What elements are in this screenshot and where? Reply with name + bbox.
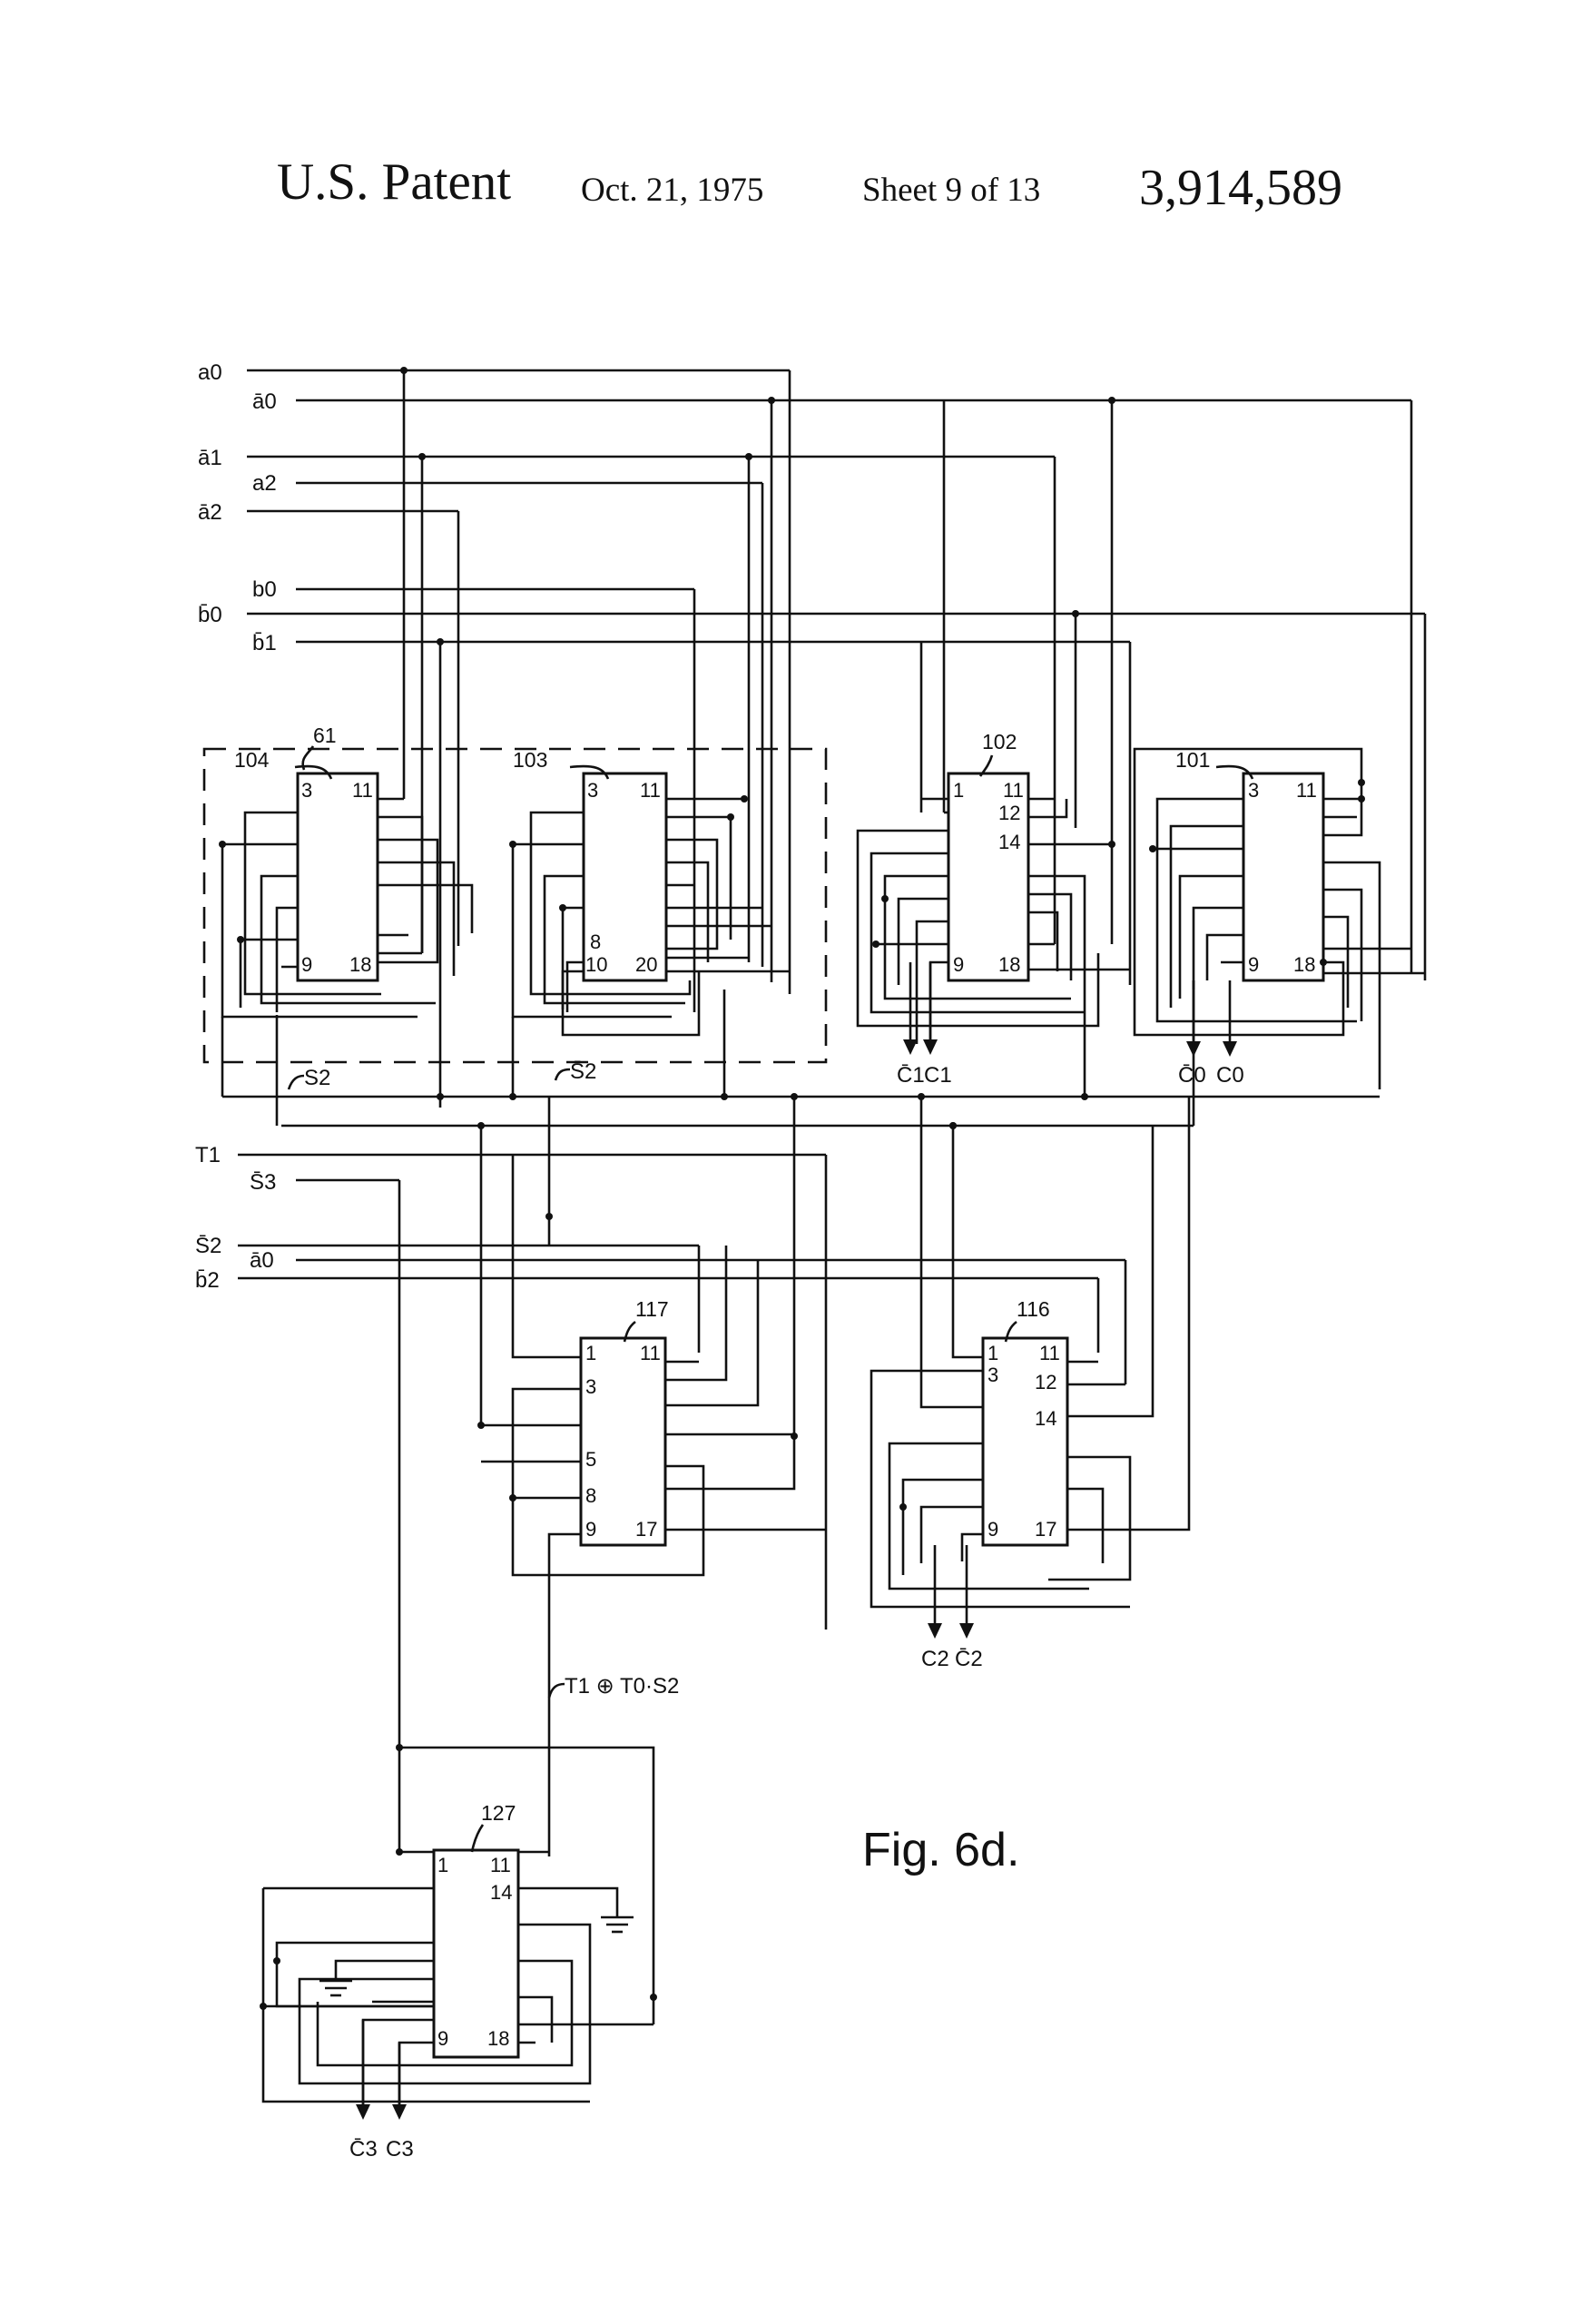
output-label-c3: C3 (386, 2137, 414, 2162)
svg-text:14: 14 (1035, 1407, 1056, 1430)
svg-text:1: 1 (585, 1342, 596, 1364)
input-label-a0-bar: ā0 (252, 389, 277, 414)
svg-text:3: 3 (1248, 779, 1259, 802)
chip-104: 104 3 11 9 18 (221, 748, 474, 1019)
group-61-label: 61 (313, 724, 337, 747)
svg-text:9: 9 (301, 953, 312, 976)
svg-text:11: 11 (640, 779, 661, 802)
input-label-s2-bar: S̄2 (195, 1234, 221, 1258)
output-label-c2-bar: C̄2 (955, 1647, 983, 1671)
output-label-c2: C2 (921, 1647, 949, 1671)
patent-header: U.S. Patent Oct. 21, 1975 Sheet 9 of 13 … (0, 0, 1582, 236)
chip-101: 101 3 11 9 18 (1133, 747, 1425, 1089)
svg-text:8: 8 (590, 931, 601, 953)
chip-ref: 117 (635, 1297, 669, 1321)
svg-text:9: 9 (585, 1518, 596, 1541)
input-label-b0-bar: b̄0 (198, 603, 222, 627)
svg-text:11: 11 (1039, 1342, 1060, 1364)
svg-text:3: 3 (988, 1364, 998, 1386)
mid-input-lines (238, 1153, 1127, 1852)
ground-icon (601, 1914, 634, 1934)
svg-text:3: 3 (301, 779, 312, 802)
middle-bus-dots (437, 1093, 1088, 1129)
chip-ref: 101 (1175, 748, 1210, 772)
svg-text:14: 14 (490, 1881, 512, 1904)
svg-text:17: 17 (635, 1518, 657, 1541)
svg-text:8: 8 (585, 1484, 596, 1507)
svg-text:17: 17 (1035, 1518, 1056, 1541)
input-label-b0: b0 (252, 577, 277, 602)
svg-text:18: 18 (998, 953, 1020, 976)
chip-102: 102 1 11 12 14 9 18 (856, 730, 1130, 1044)
svg-text:18: 18 (349, 953, 371, 976)
chip-116: 116 1 11 3 12 14 9 17 (870, 1097, 1191, 1609)
output-label-c1: C1 (924, 1063, 952, 1088)
signal-label-t-expr: T1 ⊕ T0·S2 (565, 1674, 679, 1699)
output-label-c3-bar: C̄3 (349, 2137, 378, 2162)
chip-117: 117 1 11 3 5 8 9 17 (479, 1097, 826, 1687)
input-label-b2-bar: b̄2 (195, 1268, 220, 1293)
svg-text:9: 9 (437, 2027, 448, 2050)
output-label-c0: C0 (1216, 1063, 1244, 1088)
figure-caption: Fig. 6d. (862, 1824, 1019, 1876)
svg-text:11: 11 (1003, 779, 1024, 802)
svg-text:14: 14 (998, 831, 1020, 853)
svg-text:12: 12 (998, 802, 1020, 824)
svg-text:12: 12 (1035, 1371, 1056, 1393)
input-label-a2: a2 (252, 471, 277, 496)
output-label-c1-bar: C̄1 (897, 1063, 925, 1088)
patent-date: Oct. 21, 1975 (581, 172, 764, 209)
input-label-a0-bar-mid: ā0 (250, 1248, 274, 1273)
ground-icon (319, 1977, 352, 1997)
signal-label-s2: S2 (304, 1066, 330, 1090)
svg-text:11: 11 (490, 1854, 511, 1876)
svg-text:10: 10 (585, 953, 607, 976)
output-label-c0-bar: C̄0 (1178, 1063, 1206, 1088)
svg-text:3: 3 (587, 779, 598, 802)
chip-127: 127 1 11 14 9 18 (261, 1746, 655, 2104)
svg-text:9: 9 (953, 953, 964, 976)
svg-text:18: 18 (1293, 953, 1315, 976)
group-61-boundary (202, 747, 828, 1064)
chip-103: 103 3 11 8 10 20 (511, 748, 790, 1037)
svg-text:18: 18 (487, 2027, 509, 2050)
input-label-s3-bar: S̄3 (250, 1170, 276, 1195)
input-label-b1-bar: b̄1 (252, 631, 277, 655)
patent-number: 3,914,589 (1139, 160, 1342, 216)
svg-text:11: 11 (1296, 779, 1317, 802)
chip-ref: 102 (982, 730, 1017, 753)
svg-text:11: 11 (352, 779, 373, 802)
svg-text:11: 11 (640, 1342, 661, 1364)
chip-ref: 103 (513, 748, 547, 772)
svg-text:1: 1 (988, 1342, 998, 1364)
top-input-dots (400, 367, 1115, 645)
svg-text:1: 1 (953, 779, 964, 802)
input-label-a1-bar: ā1 (198, 446, 222, 470)
sheet-number: Sheet 9 of 13 (862, 172, 1041, 209)
input-label-t1: T1 (195, 1143, 221, 1167)
svg-text:20: 20 (635, 953, 657, 976)
svg-text:9: 9 (988, 1518, 998, 1541)
svg-text:5: 5 (585, 1448, 596, 1471)
chip-ref: 116 (1017, 1297, 1050, 1321)
svg-text:3: 3 (585, 1375, 596, 1398)
signal-label-s2-bar: S̄2 (570, 1059, 596, 1084)
svg-text:9: 9 (1248, 953, 1259, 976)
chip-ref: 127 (481, 1801, 516, 1825)
svg-text:1: 1 (437, 1854, 448, 1876)
patent-title: U.S. Patent (277, 153, 512, 211)
input-label-a2-bar: ā2 (198, 500, 222, 525)
chip-ref: 104 (234, 748, 270, 772)
top-input-lines (247, 369, 1427, 1108)
middle-bus-lines (221, 980, 1380, 1128)
input-label-a0: a0 (198, 360, 222, 385)
